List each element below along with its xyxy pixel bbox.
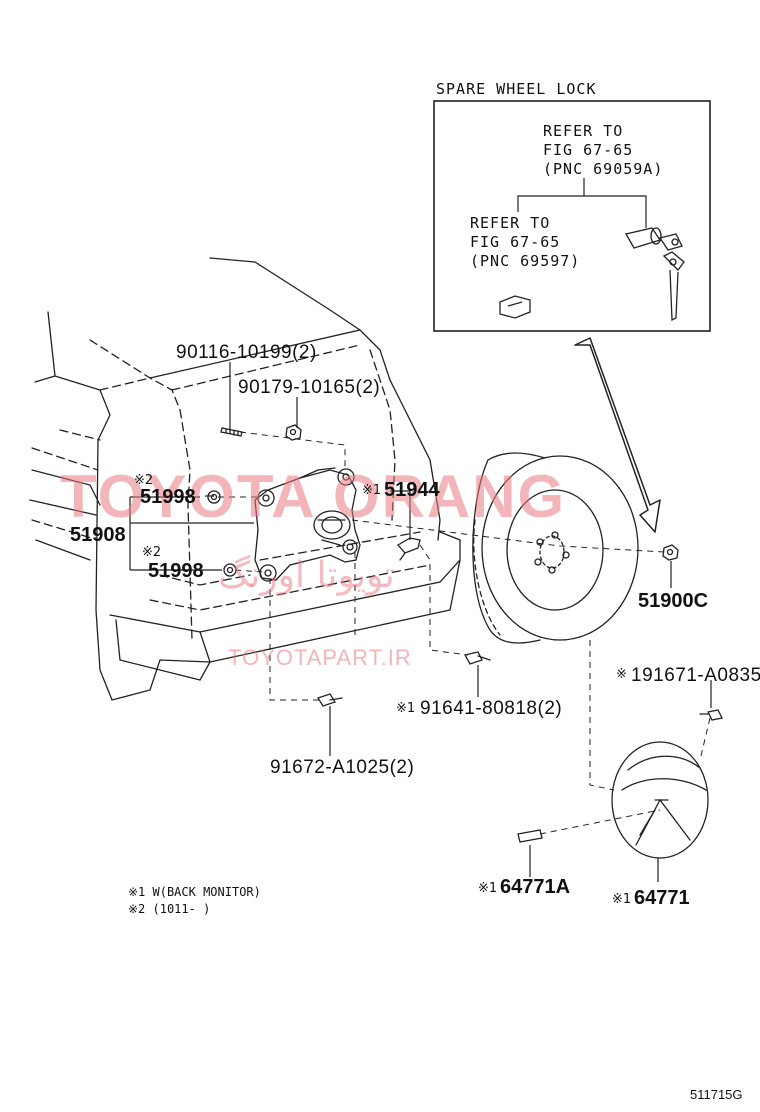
watermark-brand: TOYOTA ORANG <box>60 463 567 530</box>
bolt-91641-drawing <box>464 651 491 665</box>
direction-arrow <box>574 337 661 533</box>
spare-wheel-lock-inset-box <box>433 100 711 332</box>
part-label-51944[interactable]: 51944 <box>384 479 440 501</box>
watermark-site: TOYOTAPART.IR <box>228 645 412 670</box>
part-label-51998-bottom[interactable]: 51998 <box>148 560 204 582</box>
refer-a-line-1: REFER TO <box>543 122 624 140</box>
mark-note-1-64771a: ※1 <box>478 881 498 896</box>
bolt-91672-drawing <box>317 693 343 707</box>
mark-note-1-91641: ※1 <box>396 701 416 716</box>
inset-title: SPARE WHEEL LOCK <box>436 80 597 98</box>
refer-a-line-3: (PNC 69059A) <box>543 160 664 178</box>
mark-note-1-51944: ※1 <box>362 483 382 498</box>
refer-b-line-2: FIG 67-65 <box>470 233 561 251</box>
refer-b-line-3: (PNC 69597) <box>470 252 581 270</box>
vehicle-rear-outline <box>29 257 461 701</box>
lock-cylinder-drawing <box>625 227 685 322</box>
part-label-191671[interactable]: 191671-A0835 <box>631 665 760 686</box>
part-label-90116[interactable]: 90116-10199(2) <box>176 342 317 363</box>
part-label-51900c[interactable]: 51900C <box>638 590 709 612</box>
mark-note-2-bottom: ※2 <box>142 545 162 560</box>
spare-wheel-carrier-bracket <box>254 467 361 582</box>
construction-lines <box>218 431 711 835</box>
screw-191671-drawing <box>699 709 723 721</box>
refer-b-line-1: REFER TO <box>470 214 551 232</box>
part-label-51908[interactable]: 51908 <box>70 524 126 546</box>
stud-90116-drawing <box>220 427 243 437</box>
part-label-51998-top[interactable]: 51998 <box>140 486 196 508</box>
footnote-1: ※1 W(BACK MONITOR) <box>128 885 261 899</box>
part-label-90179[interactable]: 90179-10165(2) <box>238 377 381 398</box>
watermark-arabic: تویوتا اورنگ <box>218 555 395 596</box>
spare-tire-cover-drawing <box>611 741 709 859</box>
emblem-64771a-drawing <box>517 829 543 843</box>
figure-id: 511715G <box>690 1087 743 1102</box>
bracket-51944-drawing <box>396 537 421 561</box>
refer-a-line-2: FIG 67-65 <box>543 141 634 159</box>
part-label-64771[interactable]: 64771 <box>634 887 690 909</box>
part-label-64771a[interactable]: 64771A <box>500 876 571 898</box>
spare-tire-drawing <box>472 452 639 644</box>
mark-note-2-top: ※2 <box>134 473 154 488</box>
lock-nut-51900c-drawing <box>662 544 679 561</box>
leader-lines <box>129 362 712 882</box>
part-label-91641[interactable]: 91641-80818(2) <box>420 698 563 719</box>
footnote-2: ※2 (1011- ) <box>128 902 211 916</box>
mark-note-1-64771: ※1 <box>612 892 632 907</box>
lock-nut-drawing <box>499 295 531 319</box>
nut-90179-drawing <box>285 424 302 441</box>
mark-note-1-191671: ※ <box>616 667 627 682</box>
part-label-91672[interactable]: 91672-A1025(2) <box>270 757 415 778</box>
